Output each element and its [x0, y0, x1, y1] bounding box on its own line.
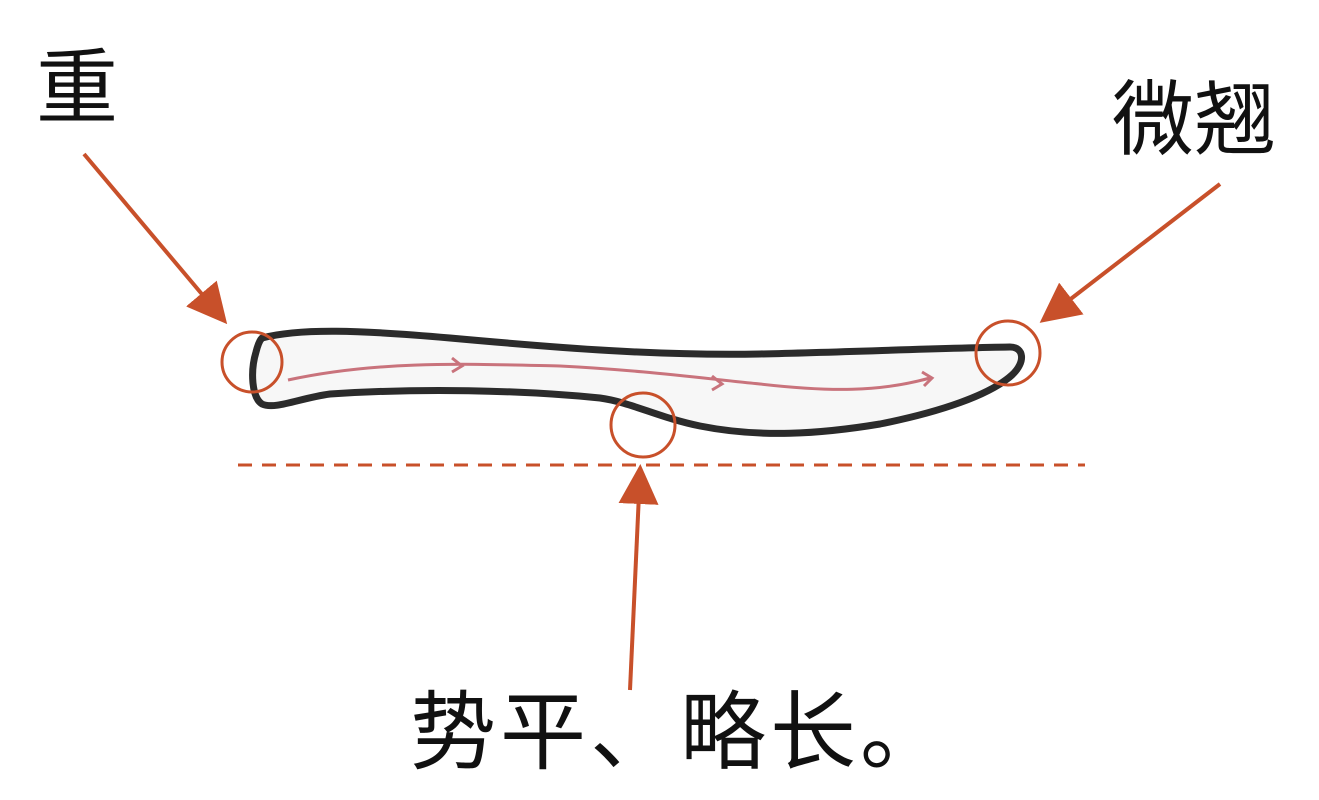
annotation-start-label: 重	[36, 48, 118, 130]
annotation-end-label: 微翘	[1112, 80, 1276, 162]
start-arrow	[84, 154, 222, 318]
annotation-middle-label: 势平、略长。	[410, 690, 950, 776]
middle-arrow	[630, 472, 640, 690]
end-arrow	[1046, 184, 1220, 318]
